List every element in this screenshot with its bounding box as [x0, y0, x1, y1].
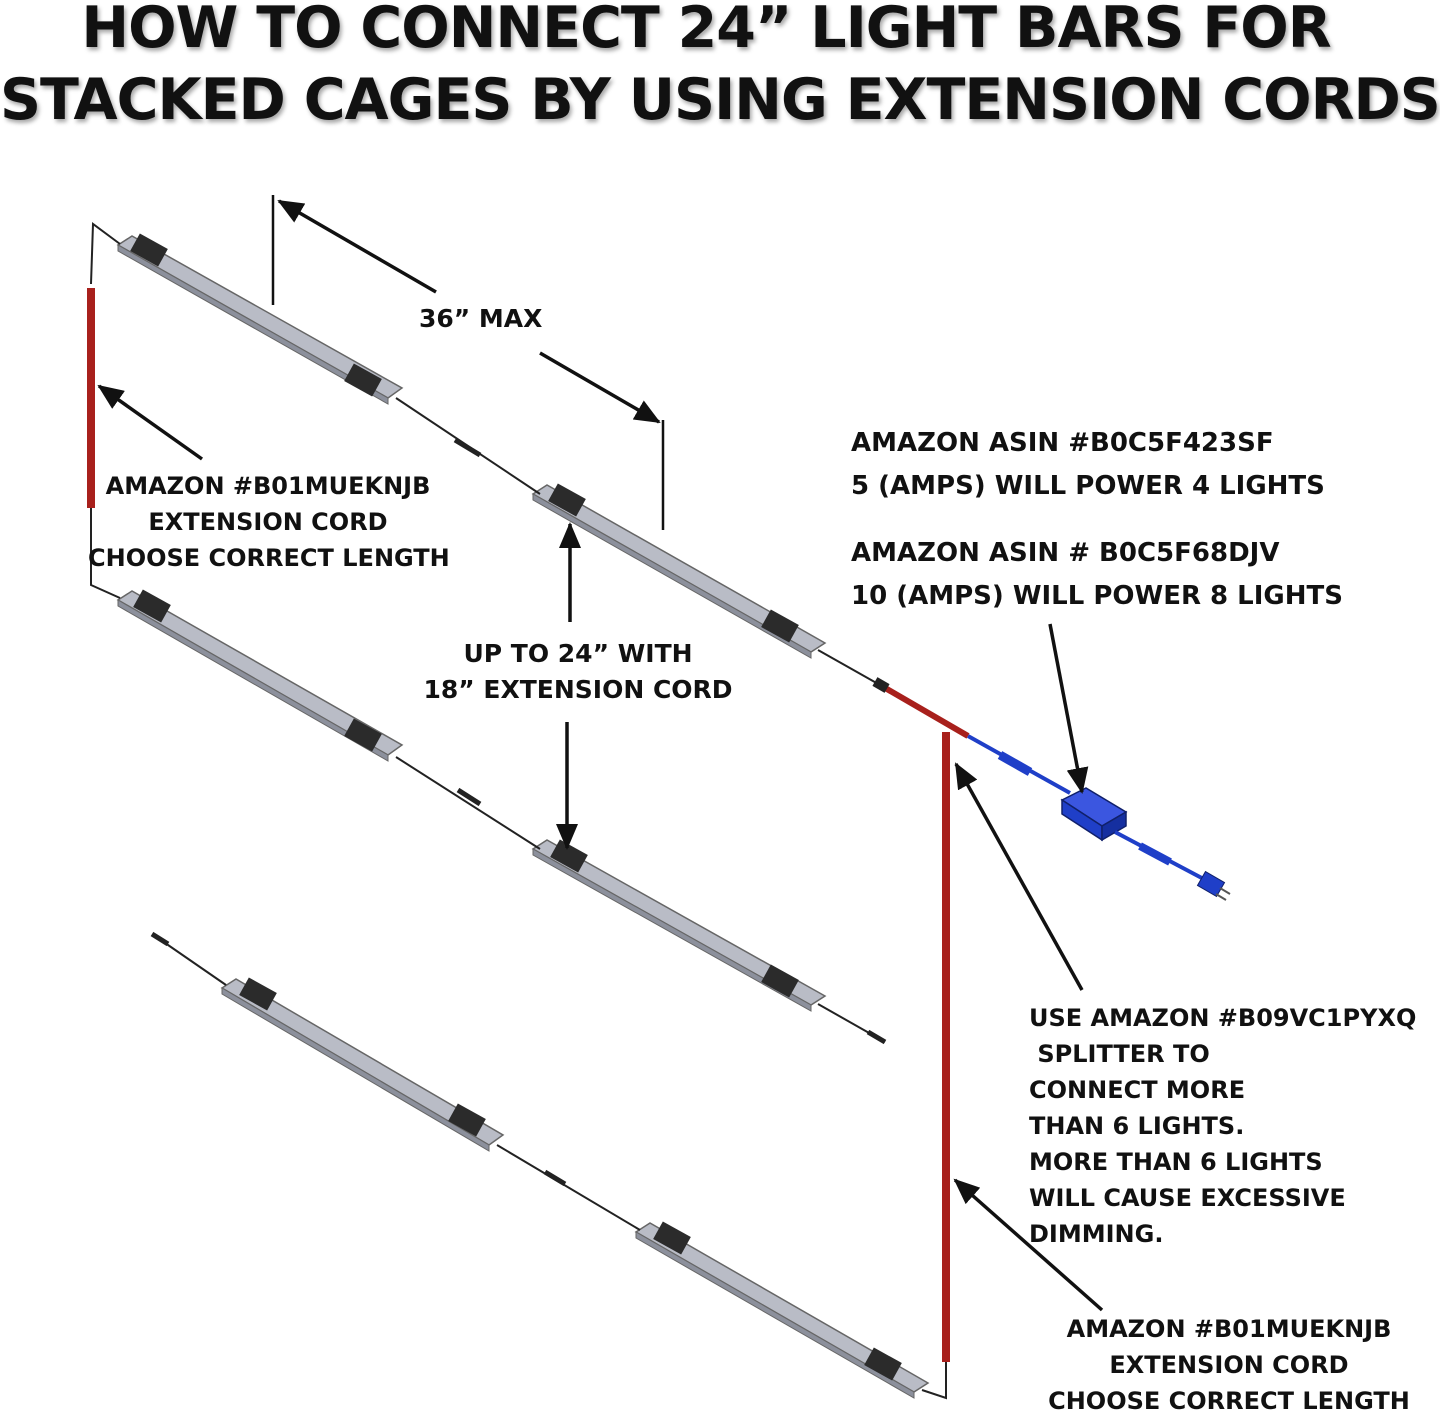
- extension-cords: [87, 288, 970, 1362]
- power-10a-line-2: 10 (AMPS) WILL POWER 8 LIGHTS: [851, 581, 1343, 611]
- wiring-diagram: [87, 195, 1231, 1400]
- gap-line-1: UP TO 24” WITH: [463, 639, 693, 668]
- max-span-arrow-left: [277, 199, 437, 294]
- right-cord-line-3: CHOOSE CORRECT LENGTH: [1048, 1387, 1410, 1415]
- splitter-line-1: USE AMAZON #B09VC1PYXQ: [1029, 1004, 1417, 1032]
- right-cord-arrow: [953, 1178, 1104, 1312]
- splitter-label: USE AMAZON #B09VC1PYXQ SPLITTER TO CONNE…: [1029, 1000, 1416, 1252]
- splitter-cord: [878, 682, 970, 739]
- max-span-arrow-right: [539, 351, 661, 424]
- splitter-line-7: DIMMING.: [1029, 1220, 1164, 1248]
- power-5a-label: AMAZON ASIN #B0C5F423SF 5 (AMPS) WILL PO…: [851, 422, 1325, 508]
- light-bar-bottom-2: [634, 1221, 930, 1399]
- light-bar-middle-2: [531, 839, 827, 1012]
- gap-line-2: 18” EXTENSION CORD: [423, 675, 733, 704]
- power-adapter-icon: [1060, 787, 1128, 842]
- light-bar-top-2: [531, 483, 827, 659]
- power-supply: [967, 734, 1231, 901]
- title-line-2: STACKED CAGES BY USING EXTENSION CORDS: [0, 67, 1440, 133]
- light-bar-bottom-1: [220, 977, 505, 1152]
- left-cord-arrow: [97, 384, 204, 461]
- left-cord-label: AMAZON #B01MUEKNJB EXTENSION CORD CHOOSE…: [88, 468, 450, 576]
- power-10a-line-1: AMAZON ASIN # B0C5F68DJV: [851, 538, 1280, 568]
- power-5a-line-2: 5 (AMPS) WILL POWER 4 LIGHTS: [851, 471, 1325, 501]
- right-cord-line-1: AMAZON #B01MUEKNJB: [1066, 1315, 1392, 1343]
- max-span-label: 36” MAX: [419, 304, 543, 333]
- splitter-line-4: THAN 6 LIGHTS.: [1029, 1112, 1245, 1140]
- light-bar-middle-1: [116, 589, 404, 762]
- light-bars: [116, 233, 930, 1399]
- splitter-line-2: SPLITTER TO: [1029, 1040, 1210, 1068]
- right-cord-line-2: EXTENSION CORD: [1109, 1351, 1349, 1379]
- power-10a-label: AMAZON ASIN # B0C5F68DJV 10 (AMPS) WILL …: [851, 532, 1343, 618]
- dimension-markers: [97, 195, 1104, 1312]
- right-cord-label: AMAZON #B01MUEKNJB EXTENSION CORD CHOOSE…: [1046, 1311, 1412, 1419]
- light-bar-top-1: [116, 233, 404, 405]
- title-line-1: HOW TO CONNECT 24” LIGHT BARS FOR: [81, 0, 1331, 61]
- power-5a-line-1: AMAZON ASIN #B0C5F423SF: [851, 428, 1274, 458]
- left-extension-cord: [87, 288, 95, 508]
- wall-plug-icon: [1196, 870, 1231, 901]
- power-supply-arrow: [1048, 623, 1089, 794]
- left-cord-line-1: AMAZON #B01MUEKNJB: [105, 472, 431, 500]
- splitter-line-5: MORE THAN 6 LIGHTS: [1029, 1148, 1323, 1176]
- gap-label: UP TO 24” WITH 18” EXTENSION CORD: [400, 636, 756, 708]
- splitter-line-3: CONNECT MORE: [1029, 1076, 1246, 1104]
- splitter-arrow: [954, 762, 1084, 991]
- connecting-wires: [90, 222, 947, 1400]
- splitter-line-6: WILL CAUSE EXCESSIVE: [1029, 1184, 1346, 1212]
- right-extension-cord: [942, 732, 950, 1362]
- left-cord-line-3: CHOOSE CORRECT LENGTH: [88, 544, 450, 572]
- left-cord-line-2: EXTENSION CORD: [148, 508, 388, 536]
